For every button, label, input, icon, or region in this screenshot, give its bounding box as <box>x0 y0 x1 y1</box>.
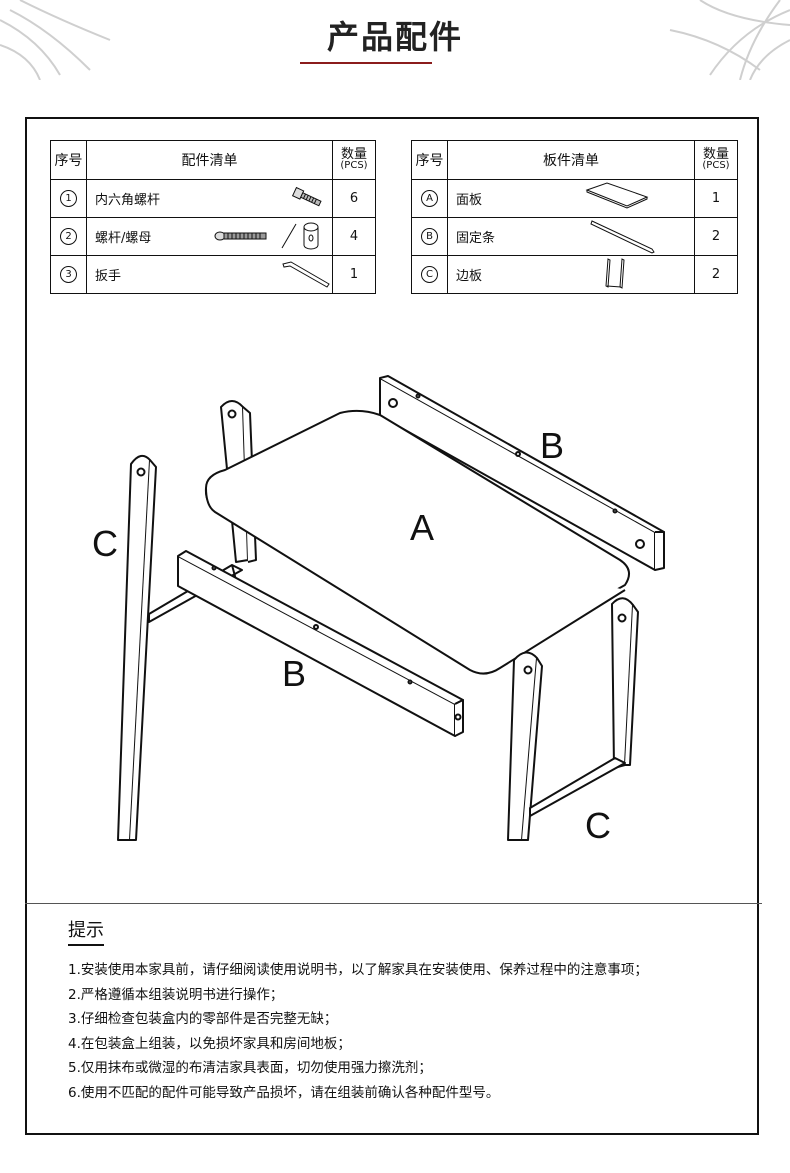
tip-item: 5.仅用抹布或微湿的布清洁家具表面，切勿使用强力擦洗剂； <box>68 1060 432 1076</box>
label-c-right: C <box>585 805 611 846</box>
panel-icon <box>585 182 649 209</box>
bolt-icon <box>291 186 322 207</box>
tip-item: 2.严格遵循本组装说明书进行操作； <box>68 986 284 1003</box>
back-bar <box>379 375 665 571</box>
hex-key-icon <box>282 261 330 288</box>
part-qty: 2 <box>694 255 738 294</box>
title-underline <box>300 62 432 64</box>
row-number-badge: 1 <box>60 190 77 207</box>
row-number-badge: 2 <box>60 228 77 245</box>
bar-icon <box>590 220 655 254</box>
row-letter-badge: B <box>421 228 438 245</box>
table-row: B 固定条 2 <box>411 217 738 256</box>
content-frame <box>25 117 759 1135</box>
part-name: 边板 <box>456 269 483 284</box>
part-qty: 2 <box>694 217 738 256</box>
side-frame-front-right <box>507 597 639 841</box>
col-header-name: 配件清单 <box>86 140 333 180</box>
tabletop-panel <box>204 409 630 675</box>
side-frame-icon <box>605 258 625 289</box>
label-c-left: C <box>92 523 118 564</box>
part-name: 固定条 <box>456 231 496 246</box>
bamboo-leaf-decoration-left <box>0 0 111 80</box>
screw-nut-icon <box>214 222 319 250</box>
board-parts-table: 序号 板件清单 数量(PCS) A 面板 1 B 固定条 2 C 边板 <box>411 140 738 294</box>
row-letter-badge: C <box>421 266 438 283</box>
col-header-qty: 数量(PCS) <box>332 140 376 180</box>
row-number-badge: 3 <box>60 266 77 283</box>
part-name: 内六角螺杆 <box>95 193 161 208</box>
table-row: C 边板 2 <box>411 255 738 294</box>
row-letter-badge: A <box>421 190 438 207</box>
label-b-front: B <box>282 653 306 694</box>
tip-item: 4.在包装盒上组装，以免损坏家具和房间地板； <box>68 1035 351 1052</box>
tip-item: 6.使用不匹配的配件可能导致产品损坏，请在组装前确认各种配件型号。 <box>68 1084 500 1101</box>
part-name: 面板 <box>456 193 483 208</box>
col-header-no: 序号 <box>50 140 87 180</box>
tips-list: 1.安装使用本家具前，请仔细阅读使用说明书，以了解家具在安装使用、保养过程中的注… <box>68 958 648 1105</box>
assembly-diagram: A B B C C <box>92 375 665 846</box>
col-header-no: 序号 <box>411 140 448 180</box>
tips-title: 提示 <box>68 916 104 946</box>
tips-divider <box>25 903 762 904</box>
bamboo-leaf-decoration-right <box>669 0 790 80</box>
label-a: A <box>410 507 434 548</box>
part-qty: 6 <box>332 179 376 218</box>
front-bar <box>177 550 464 737</box>
page-title: 产品配件 <box>326 18 463 56</box>
part-qty: 1 <box>332 255 376 294</box>
table-row: 3 扳手 1 <box>50 255 376 294</box>
table-row: 1 内六角螺杆 6 <box>50 179 376 218</box>
part-name: 螺杆/螺母 <box>95 231 152 246</box>
label-b-back: B <box>540 425 564 466</box>
tip-item: 1.安装使用本家具前，请仔细阅读使用说明书，以了解家具在安装使用、保养过程中的注… <box>68 962 648 978</box>
col-header-qty: 数量(PCS) <box>694 140 738 180</box>
table-row: A 面板 1 <box>411 179 738 218</box>
table-row: 2 螺杆/螺母 4 <box>50 217 376 256</box>
part-name: 扳手 <box>95 269 122 284</box>
tip-item: 3.仔细检查包装盒内的零部件是否完整无缺； <box>68 1011 338 1027</box>
part-qty: 1 <box>694 179 738 218</box>
hardware-parts-table: 序号 配件清单 数量(PCS) 1 内六角螺杆 6 2 螺杆/螺母 <box>50 140 376 294</box>
col-header-name: 板件清单 <box>447 140 695 180</box>
part-qty: 4 <box>332 217 376 256</box>
